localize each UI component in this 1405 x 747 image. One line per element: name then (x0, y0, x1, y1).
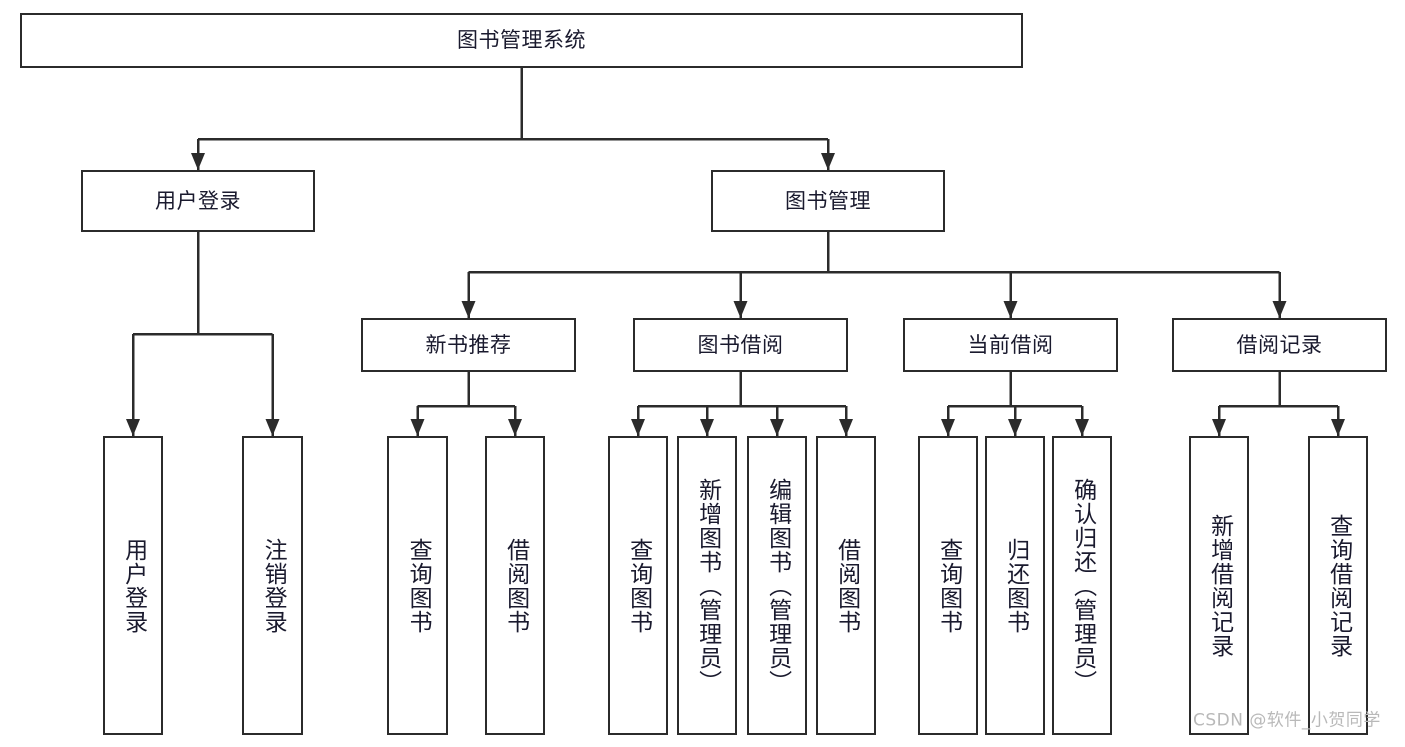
node-label: 注销登录 (260, 537, 287, 634)
arrow-head-icon (410, 419, 425, 436)
node-label: 新书推荐 (425, 332, 512, 357)
arrow-head-icon (733, 301, 748, 318)
arrow-head-icon (1272, 301, 1287, 318)
arrow-head-icon (126, 419, 140, 436)
node-label: 查询借阅记录 (1325, 513, 1352, 658)
arrow-head-icon (461, 301, 476, 318)
node-leaf-rec-query2[interactable]: 查询借阅记录 (1308, 436, 1368, 735)
node-label: 借阅图书 (502, 537, 529, 634)
node-book-manage[interactable]: 图书管理 (711, 170, 945, 232)
node-label: 图书管理 (785, 188, 871, 213)
arrow-head-icon (1003, 301, 1018, 318)
node-label: 查询图书 (935, 537, 962, 634)
node-leaf-user-login[interactable]: 用户登录 (103, 436, 163, 735)
node-label: 借阅记录 (1236, 332, 1323, 357)
node-label: 用户登录 (120, 537, 147, 634)
node-leaf-bor-edit[interactable]: 编辑图书（管理员） (747, 436, 807, 735)
node-label: 新增图书（管理员） (694, 477, 721, 694)
node-label: 借阅图书 (833, 537, 860, 634)
node-label: 查询图书 (625, 537, 652, 634)
arrow-head-icon (631, 419, 645, 436)
node-leaf-bor-query[interactable]: 查询图书 (608, 436, 668, 735)
node-label: 图书管理系统 (457, 28, 586, 53)
node-label: 编辑图书（管理员） (764, 477, 791, 694)
node-leaf-bor-add[interactable]: 新增图书（管理员） (677, 436, 737, 735)
arrow-head-icon (508, 419, 522, 436)
arrow-head-icon (839, 419, 853, 436)
node-leaf-cur-return[interactable]: 归还图书 (985, 436, 1045, 735)
node-label: 当前借阅 (967, 332, 1054, 357)
node-root[interactable]: 图书管理系统 (20, 13, 1023, 68)
node-label: 图书借阅 (697, 332, 784, 357)
arrow-head-icon (265, 419, 280, 436)
arrow-head-icon (700, 419, 714, 436)
node-leaf-cur-query[interactable]: 查询图书 (918, 436, 978, 735)
node-user-login[interactable]: 用户登录 (81, 170, 315, 232)
node-label: 用户登录 (155, 188, 241, 213)
node-leaf-user-logout[interactable]: 注销登录 (242, 436, 303, 735)
arrow-head-icon (1331, 419, 1345, 436)
node-leaf-bor-borrow[interactable]: 借阅图书 (816, 436, 876, 735)
arrow-head-icon (191, 153, 205, 170)
arrow-head-icon (1212, 419, 1226, 436)
arrow-head-icon (941, 419, 955, 436)
node-label: 新增借阅记录 (1206, 513, 1233, 658)
node-leaf-rec-query[interactable]: 查询图书 (387, 436, 448, 735)
node-label: 确认归还（管理员） (1069, 477, 1096, 694)
arrow-head-icon (770, 419, 784, 436)
node-new-book-rec[interactable]: 新书推荐 (361, 318, 576, 372)
arrow-head-icon (1008, 419, 1022, 436)
node-book-borrow[interactable]: 图书借阅 (633, 318, 848, 372)
node-label: 归还图书 (1002, 537, 1029, 634)
node-borrow-record[interactable]: 借阅记录 (1172, 318, 1387, 372)
node-label: 查询图书 (405, 537, 432, 634)
arrow-head-icon (1075, 419, 1089, 436)
arrow-head-icon (821, 153, 835, 170)
node-current-borrow[interactable]: 当前借阅 (903, 318, 1118, 372)
node-leaf-rec-add[interactable]: 新增借阅记录 (1189, 436, 1249, 735)
node-leaf-rec-borrow[interactable]: 借阅图书 (485, 436, 545, 735)
node-leaf-cur-confirm[interactable]: 确认归还（管理员） (1052, 436, 1112, 735)
